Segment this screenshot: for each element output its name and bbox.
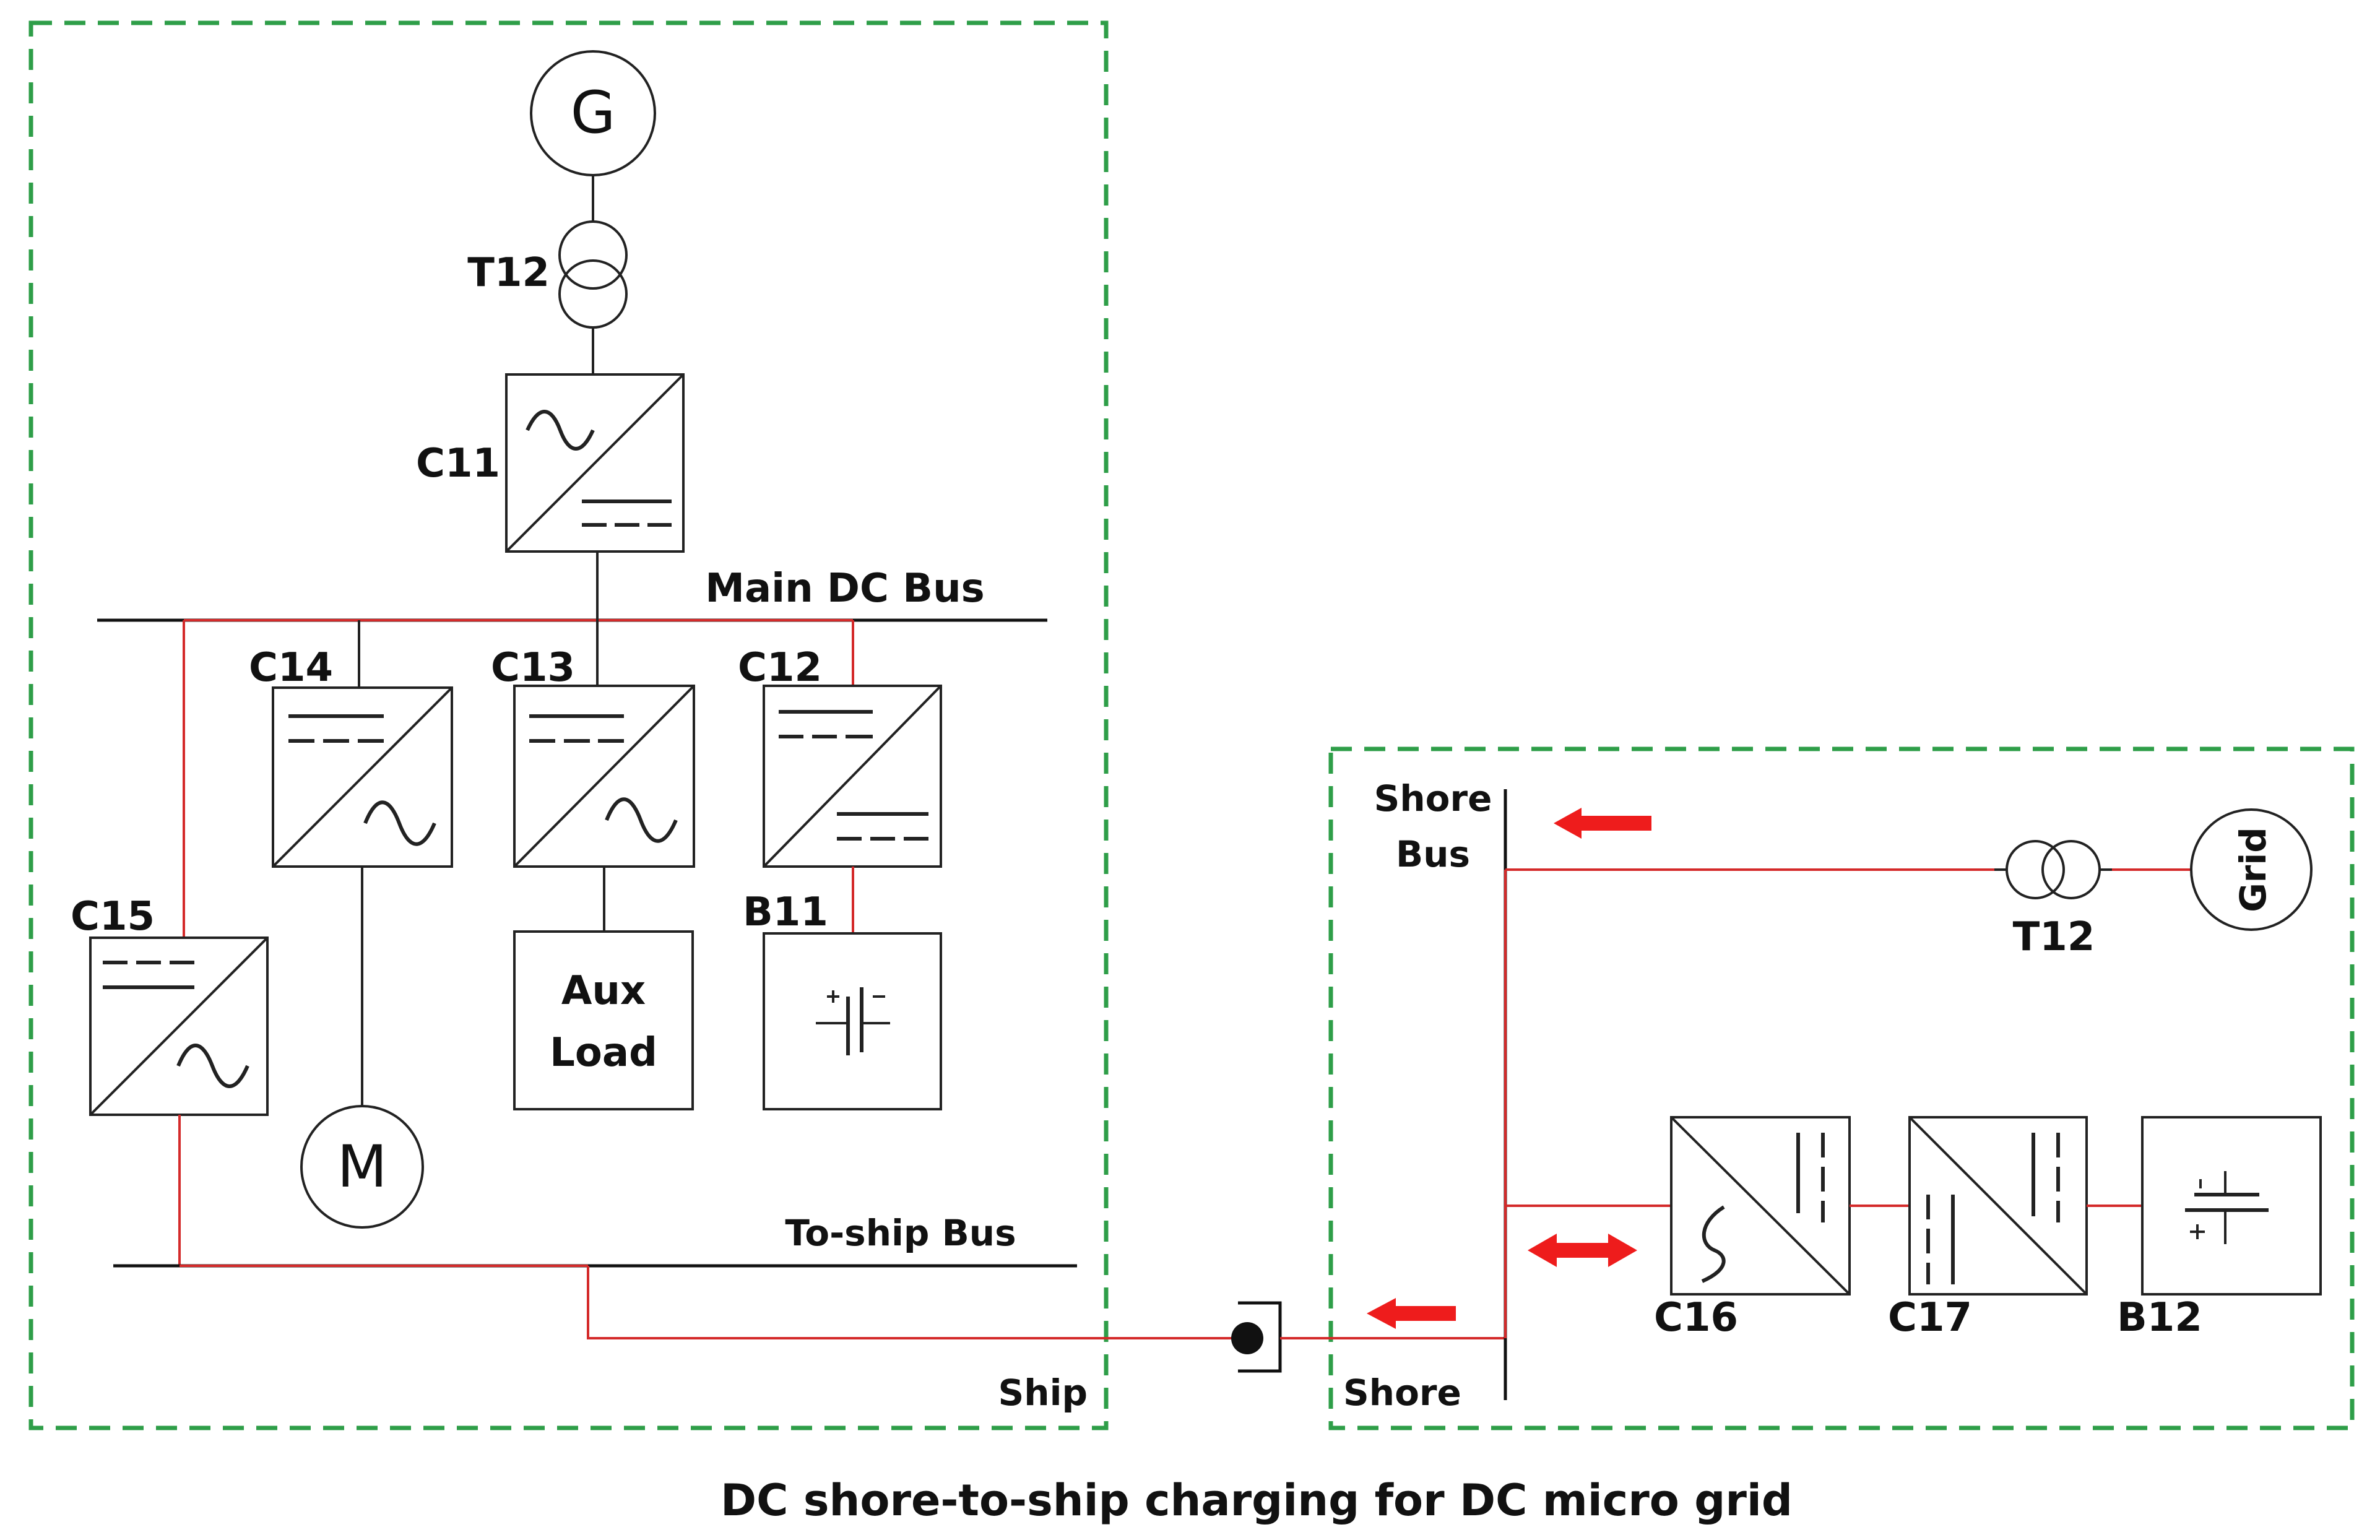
battery-b12 xyxy=(2141,1116,2322,1296)
shore-zone-label: Shore xyxy=(1343,1372,1461,1414)
aux-load-block xyxy=(513,930,694,1110)
battery-b12-label: B12 xyxy=(2117,1295,2202,1341)
converter-c11-label: C11 xyxy=(416,441,500,487)
flow-arrow-storage-bidirectional xyxy=(1528,1234,1637,1267)
converter-c13-label: C13 xyxy=(491,645,575,691)
figure-caption: DC shore-to-ship charging for DC micro g… xyxy=(720,1475,1793,1526)
motor-label: M xyxy=(337,1133,387,1201)
converter-c14-label: C14 xyxy=(249,645,333,691)
aux-load-label-line1: Aux xyxy=(561,968,646,1014)
converter-c11 xyxy=(505,373,685,553)
shore-bus-label-line2: Bus xyxy=(1396,833,1470,875)
ship-zone-label: Ship xyxy=(998,1372,1088,1414)
grid-label: Grid xyxy=(2232,827,2274,912)
converter-c16-label: C16 xyxy=(1654,1295,1738,1341)
ship-zone-border xyxy=(28,20,1109,1430)
generator-label: G xyxy=(571,79,616,147)
converter-c12 xyxy=(763,685,942,868)
converter-c12-label: C12 xyxy=(738,645,822,691)
aux-load-label-line2: Load xyxy=(550,1030,657,1076)
converter-c16 xyxy=(1670,1116,1851,1296)
battery-b11 xyxy=(763,932,942,1110)
flow-arrow-shore-to-ship xyxy=(1367,1298,1456,1329)
grid-symbol xyxy=(2190,808,2313,931)
converter-c17 xyxy=(1908,1116,2088,1296)
to-ship-bus-label: To-ship Bus xyxy=(785,1212,1016,1254)
battery-b11-label: B11 xyxy=(743,889,828,935)
converter-c13 xyxy=(513,685,695,868)
shore-transformer-label: T12 xyxy=(2013,914,2095,960)
converter-c15 xyxy=(89,937,269,1116)
shore-transformer-symbol xyxy=(2006,840,2101,899)
charging-cable-ship-side xyxy=(587,1266,1247,1339)
main-dc-bus-label: Main DC Bus xyxy=(705,566,984,612)
shore-bus-label-line1: Shore xyxy=(1374,777,1492,820)
shore-connector-plug xyxy=(1231,1301,1282,1373)
motor-symbol xyxy=(300,1105,424,1229)
converter-c15-label: C15 xyxy=(71,894,155,940)
converter-c14 xyxy=(272,686,453,868)
ship-transformer-symbol xyxy=(558,220,628,329)
flow-arrow-grid-to-bus xyxy=(1554,808,1651,839)
shore-zone-border xyxy=(1328,746,2355,1430)
converter-c17-label: C17 xyxy=(1888,1295,1972,1341)
ship-transformer-label: T12 xyxy=(467,250,550,296)
